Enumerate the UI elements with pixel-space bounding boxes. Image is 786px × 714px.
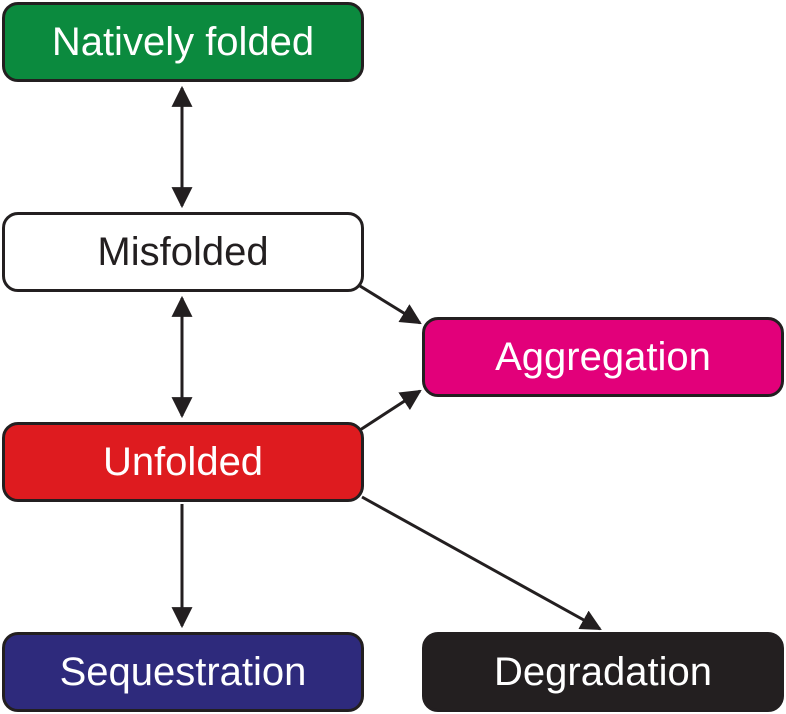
arrow-unfolded-degradation: [361, 495, 602, 631]
aggregation-label: Aggregation: [495, 335, 711, 379]
natively-folded-label: Natively folded: [51, 20, 315, 64]
degradation-node: Degradation: [422, 632, 784, 712]
misfolded-node: Misfolded: [2, 212, 364, 292]
degradation-label: Degradation: [494, 650, 712, 694]
aggregation-node: Aggregation: [422, 317, 784, 397]
sequestration-node: Sequestration: [2, 632, 364, 712]
arrow-unfolded-aggregation: [359, 389, 422, 432]
misfolded-label: Misfolded: [97, 230, 269, 274]
unfolded-label: Unfolded: [102, 440, 264, 484]
unfolded-node: Unfolded: [2, 422, 364, 502]
arrow-misfolded-aggregation: [359, 284, 422, 325]
sequestration-label: Sequestration: [59, 650, 307, 694]
natively-folded-node: Natively folded: [2, 2, 364, 82]
